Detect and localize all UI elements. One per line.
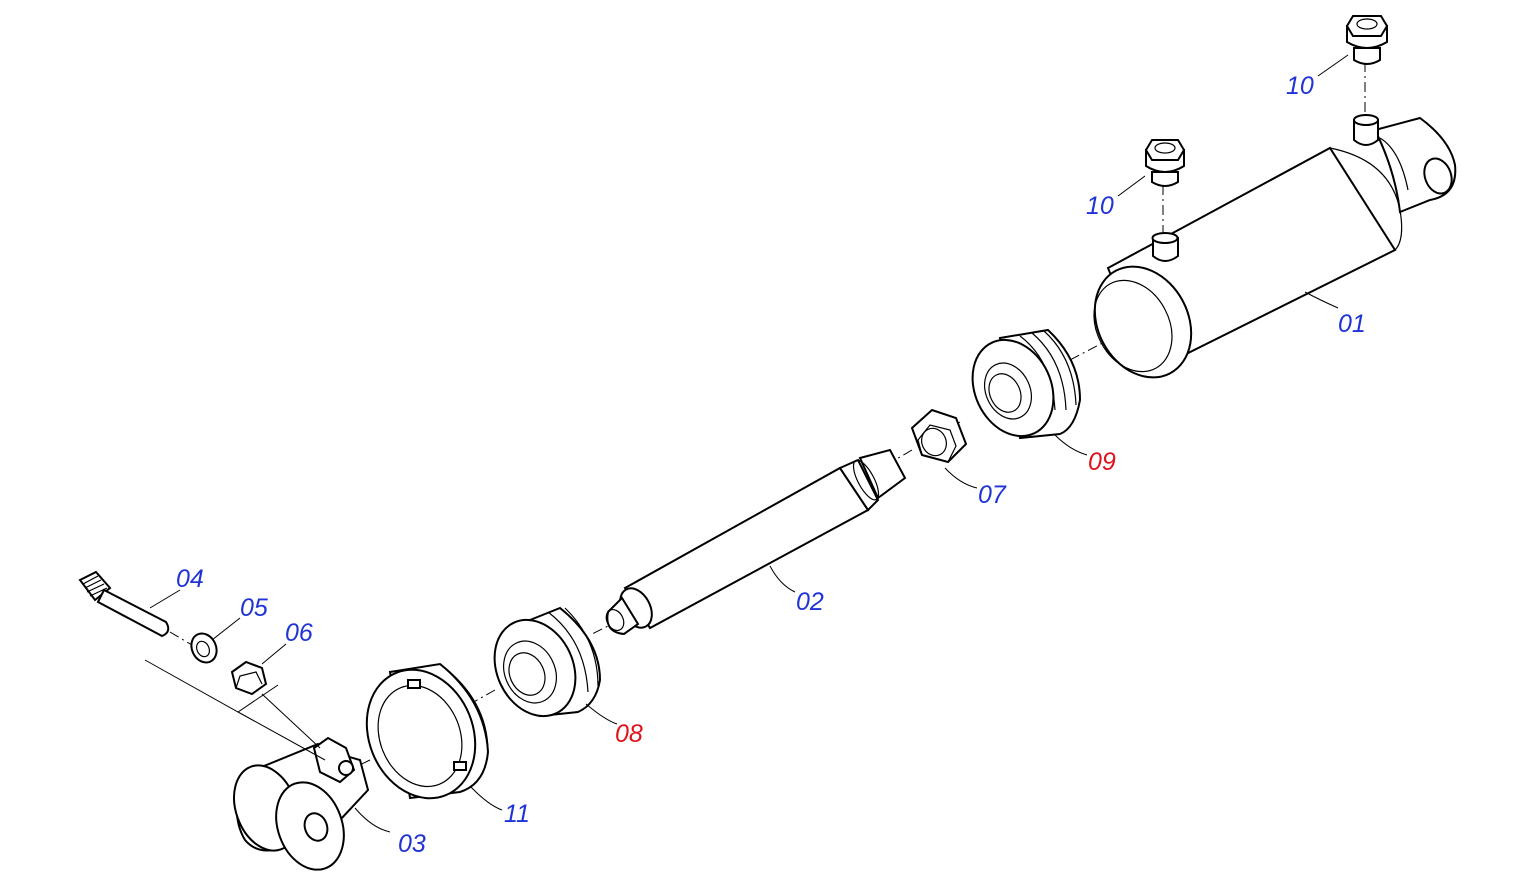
nut-part-07 xyxy=(910,408,968,464)
piston-part-09 xyxy=(971,328,1082,440)
center-lines xyxy=(169,62,1366,773)
cylinder-barrel-part-01 xyxy=(1093,114,1457,379)
callout-08: 08 xyxy=(615,720,643,748)
callout-06: 06 xyxy=(285,619,313,647)
callout-05: 05 xyxy=(240,594,268,622)
callout-09: 09 xyxy=(1088,448,1116,476)
leader-lines xyxy=(149,54,1349,833)
gland-nut-part-11 xyxy=(365,662,490,800)
assembly-bracket-lines xyxy=(144,659,326,761)
port-plug-part-10-lower xyxy=(1144,139,1186,187)
bolt-part-04 xyxy=(78,570,170,638)
piston-rod-part-02 xyxy=(605,448,907,636)
callout-04: 04 xyxy=(176,565,204,593)
callout-01: 01 xyxy=(1338,310,1366,338)
callout-03: 03 xyxy=(398,830,426,858)
callout-labels: 01 02 03 04 05 06 07 08 09 10 10 11 xyxy=(176,72,1366,858)
port-plug-part-10-upper xyxy=(1345,15,1389,65)
nut-part-06 xyxy=(230,660,268,696)
washer-part-05 xyxy=(190,632,218,664)
callout-11: 11 xyxy=(504,800,530,828)
rod-clevis-part-03 xyxy=(233,736,370,871)
callout-07: 07 xyxy=(978,481,1007,509)
callout-02: 02 xyxy=(796,588,824,616)
callout-10-upper: 10 xyxy=(1286,72,1314,100)
callout-10-lower: 10 xyxy=(1086,192,1114,220)
gland-part-08 xyxy=(493,606,602,718)
